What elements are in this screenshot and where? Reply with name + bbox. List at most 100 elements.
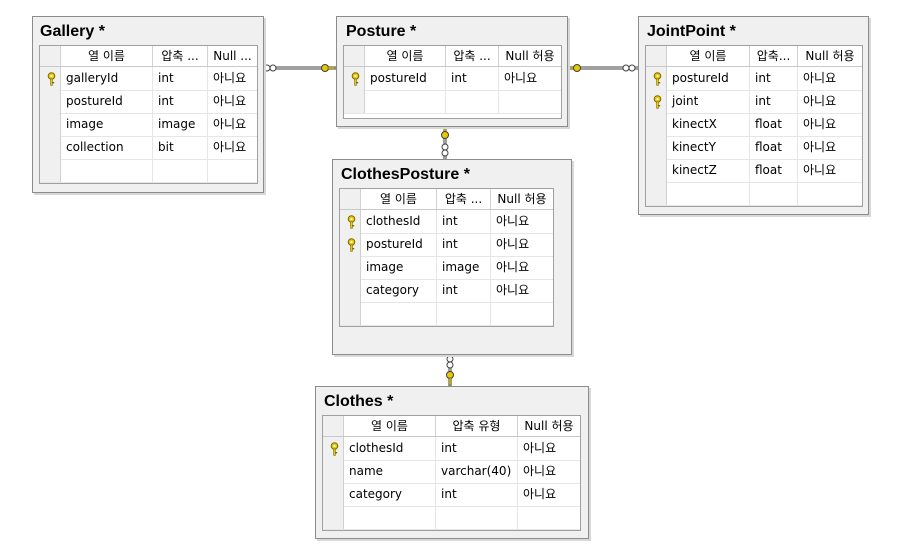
header-column-name[interactable]: 열 이름 xyxy=(361,189,437,209)
table-row[interactable]: collection bit 아니요 xyxy=(40,136,257,160)
column-type: varchar(40) xyxy=(436,460,518,483)
table-row[interactable]: image image 아니요 xyxy=(40,113,257,137)
column-name: postureId xyxy=(667,67,750,90)
column-null: 아니요 xyxy=(523,464,557,478)
key-icon xyxy=(351,72,360,86)
column-null: 아니요 xyxy=(213,117,247,131)
key-icon xyxy=(47,72,56,86)
column-name: kinectY xyxy=(667,136,750,159)
table-clothes[interactable]: Clothes * 열 이름 압축 유형 Null 허용 clothesId i… xyxy=(315,386,589,539)
column-type: image xyxy=(153,113,208,136)
column-type: int xyxy=(437,210,491,233)
column-null: 아니요 xyxy=(496,237,530,251)
header-data-type[interactable]: 압축 ... xyxy=(446,46,499,66)
table-title: JointPoint * xyxy=(647,23,736,40)
key-icon xyxy=(653,72,662,86)
column-name: galleryId xyxy=(61,67,153,90)
table-clothesposture[interactable]: ClothesPosture * 열 이름 압축 ... Null 허용 clo… xyxy=(332,159,572,355)
column-type: int xyxy=(750,67,798,90)
column-type: float xyxy=(750,136,798,159)
infinity-end-icon xyxy=(263,64,277,72)
column-name: postureId xyxy=(61,90,153,113)
table-jointpoint[interactable]: JointPoint * 열 이름 압축... Null 허용 postureI… xyxy=(638,16,869,215)
column-name: category xyxy=(344,483,436,506)
column-type: int xyxy=(153,90,208,113)
relationship-clothesposture-clothes[interactable] xyxy=(446,353,454,386)
table-row[interactable]: joint int 아니요 xyxy=(646,90,862,114)
header-allow-null[interactable]: Null 허용 xyxy=(524,419,574,433)
key-icon xyxy=(653,95,662,109)
column-type: int xyxy=(153,67,208,90)
header-data-type[interactable]: 압축 ... xyxy=(153,46,208,66)
column-null: 아니요 xyxy=(523,487,557,501)
table-row[interactable]: postureId int 아니요 xyxy=(646,67,862,91)
table-row[interactable]: galleryId int 아니요 xyxy=(40,67,257,91)
table-row[interactable]: postureId int 아니요 xyxy=(40,90,257,114)
key-icon xyxy=(347,238,356,252)
header-data-type[interactable]: 압축 ... xyxy=(437,189,491,209)
column-type: int xyxy=(446,67,499,90)
column-null: 아니요 xyxy=(496,214,530,228)
grid-header: 열 이름 압축 ... Null 허용 xyxy=(340,189,553,210)
table-gallery[interactable]: Gallery * 열 이름 압축 ... Null ... galleryId… xyxy=(32,16,264,193)
column-name: name xyxy=(344,460,436,483)
table-row[interactable]: name varchar(40) 아니요 xyxy=(323,460,580,484)
column-name: clothesId xyxy=(361,210,437,233)
column-grid: 열 이름 압축 유형 Null 허용 clothesId int 아니요 nam… xyxy=(322,415,581,531)
table-row[interactable]: postureId int 아니요 xyxy=(340,233,553,257)
table-row-empty[interactable] xyxy=(344,90,561,114)
column-null: 아니요 xyxy=(496,260,530,274)
header-allow-null[interactable]: Null 허용 xyxy=(497,192,547,206)
table-row[interactable]: kinectX float 아니요 xyxy=(646,113,862,137)
column-null: 아니요 xyxy=(523,441,557,455)
table-posture[interactable]: Posture * 열 이름 압축 ... Null 허용 postureId … xyxy=(336,16,568,127)
column-type: float xyxy=(750,113,798,136)
key-icon xyxy=(330,442,339,456)
column-grid: 열 이름 압축 ... Null ... galleryId int 아니요 p… xyxy=(39,45,258,184)
column-grid: 열 이름 압축 ... Null 허용 clothesId int 아니요 po… xyxy=(339,188,554,327)
table-row-empty[interactable] xyxy=(340,302,553,326)
relationship-gallery-posture[interactable] xyxy=(262,64,336,72)
grid-header: 열 이름 압축 ... Null 허용 xyxy=(344,46,561,67)
table-row[interactable]: clothesId int 아니요 xyxy=(323,437,580,461)
column-null: 아니요 xyxy=(213,140,247,154)
table-title: Posture * xyxy=(346,23,417,40)
table-row[interactable]: kinectY float 아니요 xyxy=(646,136,862,160)
key-end-icon xyxy=(321,64,336,72)
column-null: 아니요 xyxy=(496,283,530,297)
column-name: collection xyxy=(61,136,153,159)
header-allow-null[interactable]: Null 허용 xyxy=(805,49,855,63)
table-row[interactable]: kinectZ float 아니요 xyxy=(646,159,862,183)
table-row[interactable]: image image 아니요 xyxy=(340,256,553,280)
column-null: 아니요 xyxy=(803,140,837,154)
column-type: int xyxy=(750,90,798,113)
header-column-name[interactable]: 열 이름 xyxy=(667,46,750,66)
column-null: 아니요 xyxy=(504,71,538,85)
relationship-posture-clothesposture[interactable] xyxy=(441,125,449,159)
column-name: category xyxy=(361,279,437,302)
header-allow-null[interactable]: Null 허용 xyxy=(505,49,555,63)
header-column-name[interactable]: 열 이름 xyxy=(365,46,446,66)
table-row[interactable]: clothesId int 아니요 xyxy=(340,210,553,234)
column-null: 아니요 xyxy=(803,94,837,108)
table-row[interactable]: category int 아니요 xyxy=(323,483,580,507)
column-null: 아니요 xyxy=(213,71,247,85)
table-row[interactable]: category int 아니요 xyxy=(340,279,553,303)
column-type: int xyxy=(437,233,491,256)
header-data-type[interactable]: 압축... xyxy=(750,46,798,66)
header-column-name[interactable]: 열 이름 xyxy=(61,46,153,66)
header-allow-null[interactable]: Null ... xyxy=(213,49,252,63)
table-row[interactable]: postureId int 아니요 xyxy=(344,67,561,91)
table-row-empty[interactable] xyxy=(646,182,862,206)
column-null: 아니요 xyxy=(803,71,837,85)
column-name: kinectX xyxy=(667,113,750,136)
header-column-name[interactable]: 열 이름 xyxy=(344,416,436,436)
key-end-icon xyxy=(446,371,454,386)
table-row-empty[interactable] xyxy=(323,506,580,530)
relationship-posture-jointpoint[interactable] xyxy=(566,64,638,72)
table-title: Clothes * xyxy=(324,393,394,410)
column-name: image xyxy=(361,256,437,279)
header-data-type[interactable]: 압축 유형 xyxy=(436,416,518,436)
table-row-empty[interactable] xyxy=(40,159,257,183)
